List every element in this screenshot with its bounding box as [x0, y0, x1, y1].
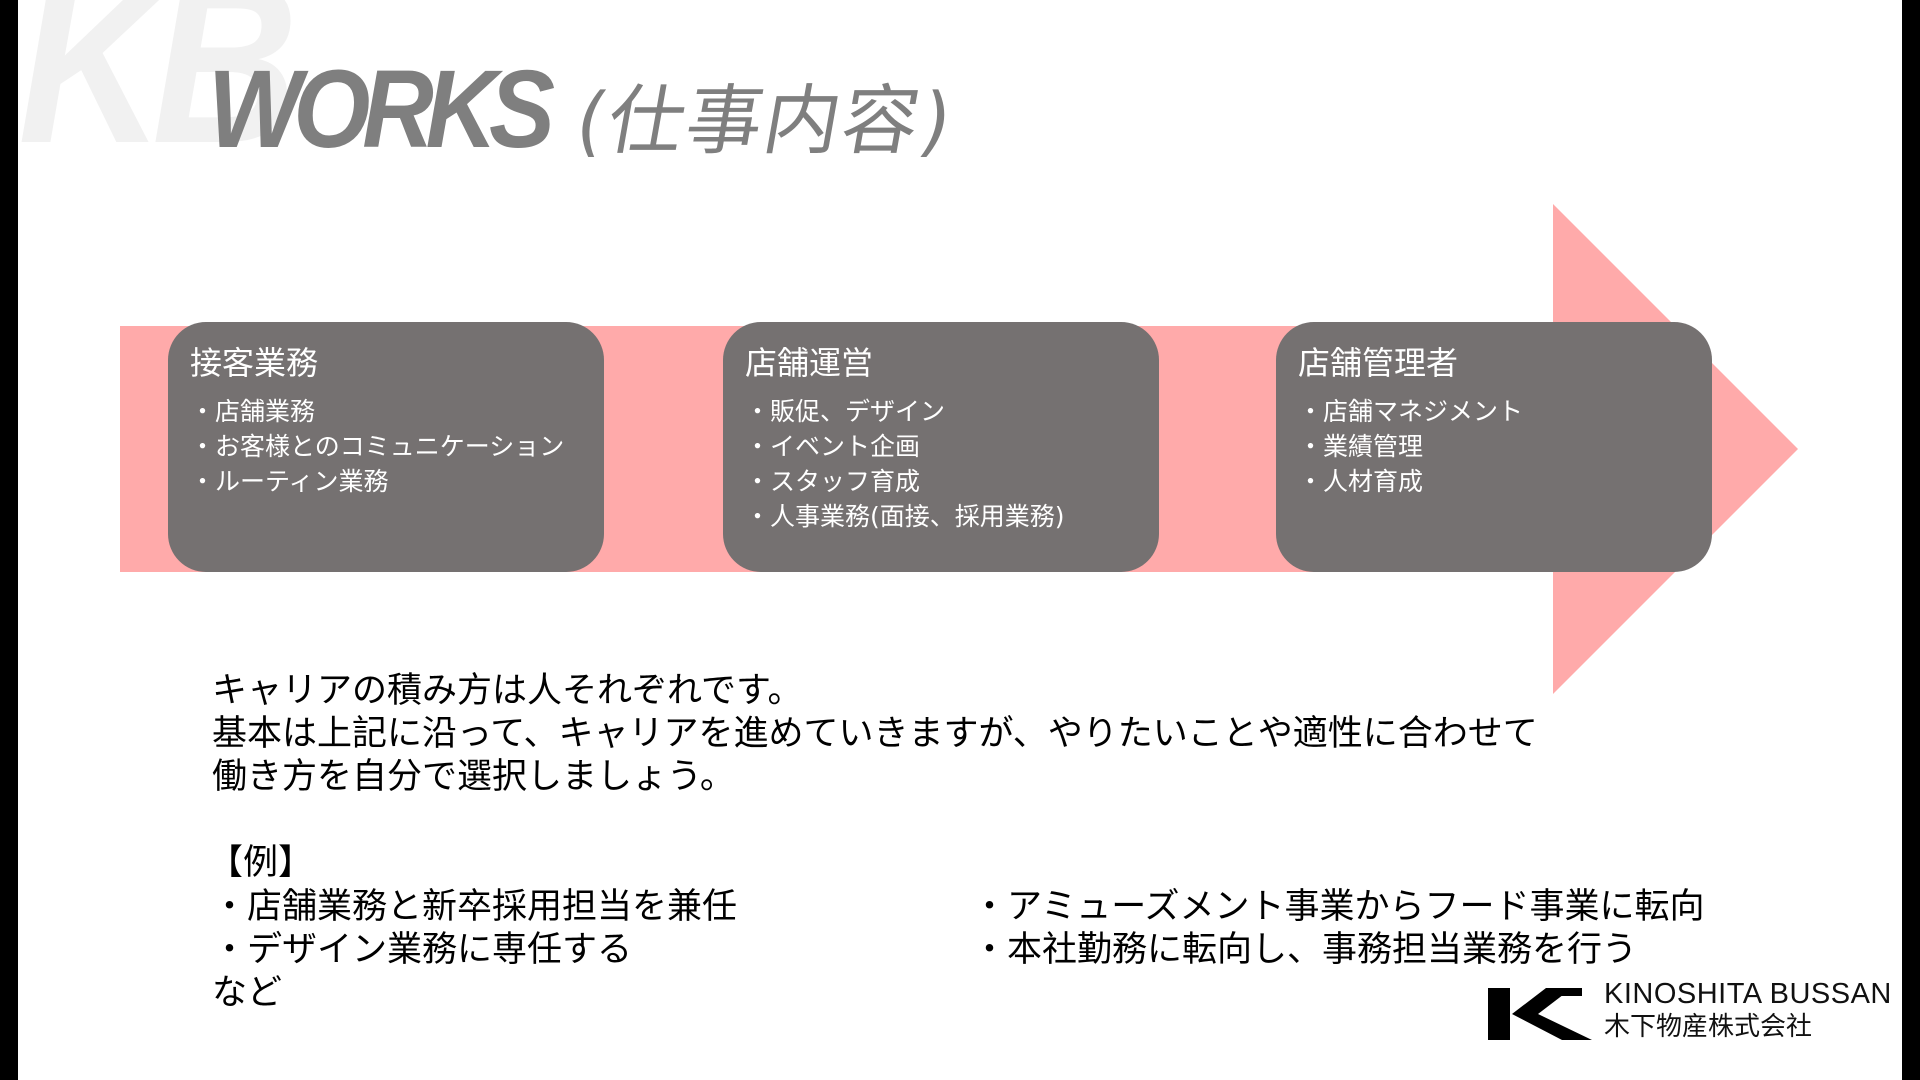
stage-title: 店舗運営	[745, 344, 874, 382]
stage-item-list: 店舗マネジメント 業績管理 人材育成	[1298, 394, 1690, 499]
title-works: WORKS	[208, 48, 555, 171]
stage-card-2: 店舗運営 販促、デザイン イベント企画 スタッフ育成 人事業務(面接、採用業務)	[723, 322, 1159, 572]
examples-heading: 【例】	[208, 843, 314, 883]
stage-card-3: 店舗管理者 店舗マネジメント 業績管理 人材育成	[1276, 322, 1712, 572]
stage-title: 店舗管理者	[1298, 344, 1459, 382]
stage-item: スタッフ育成	[745, 464, 1137, 499]
company-name: KINOSHITA BUSSAN 木下物産株式会社	[1604, 977, 1892, 1043]
example-item: など	[212, 973, 283, 1013]
description-line: キャリアの積み方は人それぞれです。	[212, 671, 803, 711]
description-line: 基本は上記に沿って、キャリアを進めていきますが、やりたいことや適性に合わせて	[212, 714, 1538, 754]
company-name-en: KINOSHITA BUSSAN	[1604, 978, 1892, 1010]
stage-item: 人事業務(面接、採用業務)	[745, 499, 1137, 534]
stage-item: お客様とのコミュニケーション	[190, 429, 582, 464]
kinoshita-k-logo-icon	[1488, 988, 1592, 1040]
company-logo: KINOSHITA BUSSAN 木下物産株式会社	[1488, 976, 1892, 1044]
stage-item-list: 店舗業務 お客様とのコミュニケーション ルーティン業務	[190, 394, 582, 499]
example-item: ・アミューズメント事業からフード事業に転向	[972, 887, 1705, 927]
kb-watermark: KB	[18, 0, 298, 191]
examples-right-column: ・アミューズメント事業からフード事業に転向 ・本社勤務に転向し、事務担当業務を行…	[972, 886, 1705, 972]
examples-left-column: ・店舗業務と新卒採用担当を兼任 ・デザイン業務に専任する など	[212, 886, 737, 1015]
example-item: ・本社勤務に転向し、事務担当業務を行う	[972, 930, 1638, 970]
stage-item: ルーティン業務	[190, 464, 582, 499]
example-item: ・店舗業務と新卒採用担当を兼任	[212, 887, 738, 927]
stage-item: 店舗業務	[190, 394, 582, 429]
stage-item-list: 販促、デザイン イベント企画 スタッフ育成 人事業務(面接、採用業務)	[745, 394, 1137, 534]
stage-item: 店舗マネジメント	[1298, 394, 1690, 429]
stage-item: 業績管理	[1298, 429, 1690, 464]
example-item: ・デザイン業務に専任する	[212, 930, 633, 970]
company-name-jp: 木下物産株式会社	[1604, 1012, 1813, 1042]
stage-title: 接客業務	[190, 344, 319, 382]
stage-item: イベント企画	[745, 429, 1137, 464]
career-description: キャリアの積み方は人それぞれです。 基本は上記に沿って、キャリアを進めていきます…	[212, 670, 1612, 799]
description-line: 働き方を自分で選択しましょう。	[212, 757, 735, 797]
stage-card-1: 接客業務 店舗業務 お客様とのコミュニケーション ルーティン業務	[168, 322, 604, 572]
stage-item: 人材育成	[1298, 464, 1690, 499]
page-title: WORKS (仕事内容)	[208, 48, 960, 171]
slide: KB WORKS (仕事内容) 接客業務 店舗業務 お客様とのコミュニケーション…	[18, 0, 1902, 1080]
stage-item: 販促、デザイン	[745, 394, 1137, 429]
